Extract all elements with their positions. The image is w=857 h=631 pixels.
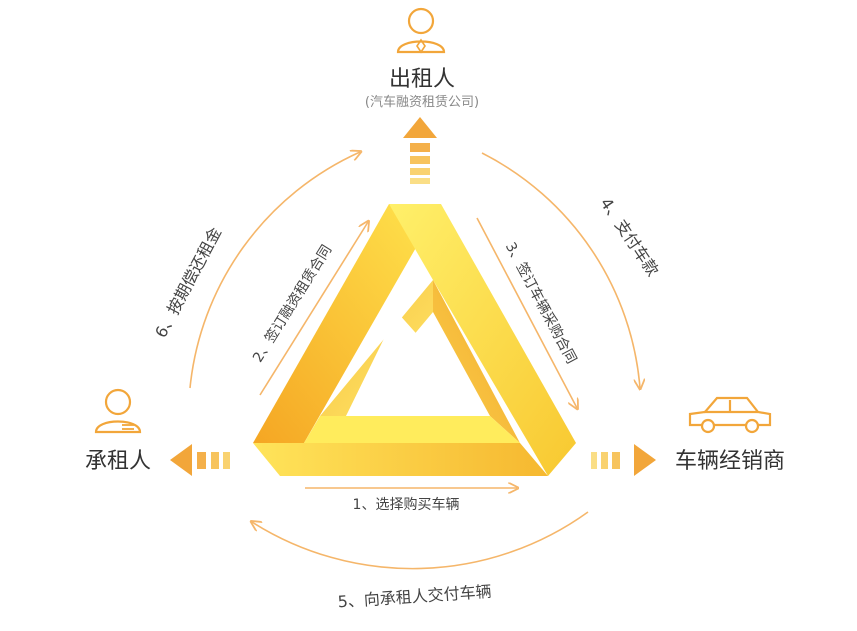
- arrow-left-to-lessee: [170, 444, 230, 476]
- triangle-hole: [346, 312, 490, 416]
- step-1-label: 1、选择购买车辆: [353, 496, 460, 513]
- step-6-label: 6、按期偿还租金: [151, 224, 225, 341]
- arrow-up-to-lessor: [403, 117, 437, 184]
- lessee-label: 承租人: [85, 449, 151, 474]
- arc-step-4: [481, 152, 640, 388]
- line-step-2: [259, 222, 368, 396]
- lessor-label: 出租人: [389, 67, 455, 92]
- step-5-label: 5、向承租人交付车辆: [337, 582, 492, 612]
- cycle-arcs: [189, 152, 640, 570]
- arc-step-5: [252, 511, 589, 570]
- person-tie-icon: [396, 7, 446, 54]
- penrose-triangle: [253, 204, 576, 476]
- person-icon: [94, 388, 142, 434]
- car-icon: [688, 396, 772, 434]
- triangle-inner-left: [320, 280, 433, 416]
- arc-step-6: [189, 152, 360, 389]
- step-4-label: 4、支付车款: [596, 194, 662, 279]
- triangle-inner-right: [433, 280, 520, 443]
- triangle-left-arm: [253, 204, 441, 443]
- triangle-inner-bottom: [304, 416, 520, 443]
- triangle-right-arm: [389, 204, 576, 476]
- triangle-bottom-arm: [253, 443, 548, 476]
- arrow-right-to-dealer: [591, 444, 656, 476]
- dealer-label: 车辆经销商: [675, 449, 785, 474]
- lessor-sublabel: (汽车融资租赁公司): [365, 94, 479, 110]
- line-step-3: [476, 217, 577, 408]
